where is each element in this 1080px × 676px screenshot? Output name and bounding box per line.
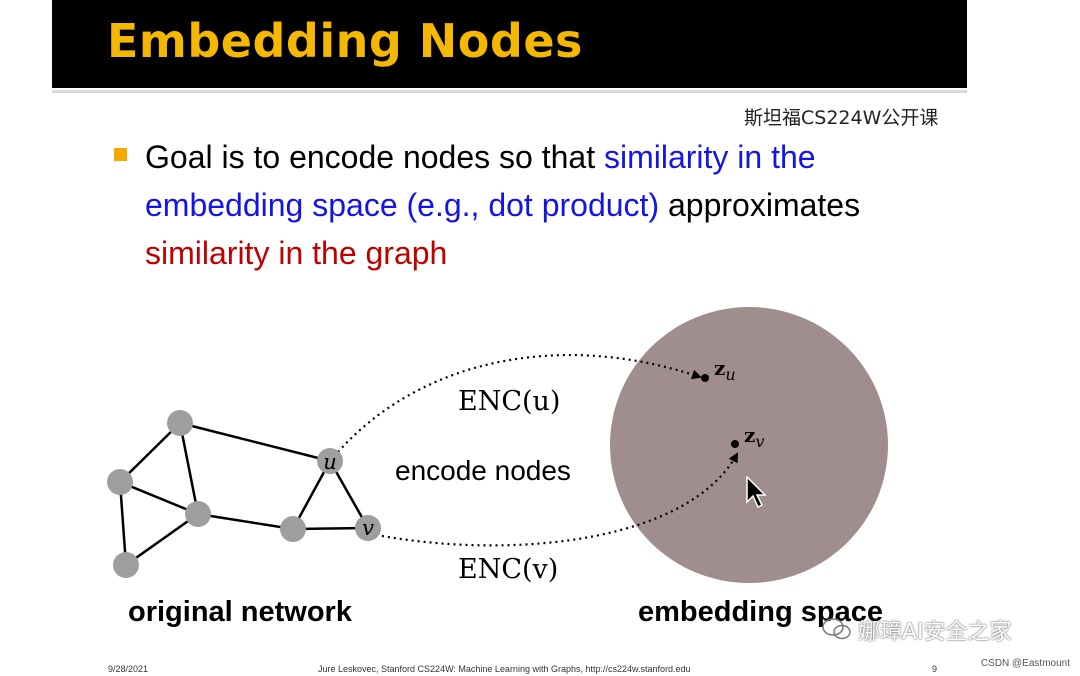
encode-nodes-label: encode nodes <box>395 455 571 486</box>
edge <box>179 421 331 463</box>
title-bar <box>52 0 967 88</box>
graph-nodes <box>107 410 381 578</box>
z-u-label: zu <box>714 356 736 384</box>
embedding-diagram: u v zu zv ENC(u) ENC(v) encode nodes ori… <box>107 307 888 628</box>
node-v-label: v <box>362 516 374 540</box>
wechat-icon <box>822 618 851 640</box>
title-divider <box>52 90 967 93</box>
mouse-cursor-icon <box>746 476 767 509</box>
graph-edges <box>118 421 370 567</box>
footer-credit: Jure Leskovec, Stanford CS224W: Machine … <box>318 664 691 674</box>
graph-node <box>167 410 193 436</box>
embedding-point-u <box>701 374 709 382</box>
graph-node <box>185 501 211 527</box>
goal-part3: approximates <box>659 187 861 223</box>
goal-red-phrase: similarity in the graph <box>145 235 448 271</box>
edge <box>119 480 199 516</box>
left-margin <box>0 0 52 676</box>
enc-v-label: ENC(v) <box>458 554 558 585</box>
enc-v-arrow <box>381 452 738 547</box>
graph-node <box>280 516 306 542</box>
goal-part1: Goal is to encode nodes so that <box>145 139 604 175</box>
course-watermark: 斯坦福CS224W公开课 <box>744 107 939 129</box>
edge <box>197 512 294 531</box>
graph-node-v <box>355 515 381 541</box>
original-network-caption: original network <box>128 596 353 628</box>
node-u-label: u <box>323 450 337 474</box>
z-v-label: zv <box>744 423 764 451</box>
footer-page-number: 9 <box>932 664 938 674</box>
enc-u-label: ENC(u) <box>458 386 560 417</box>
enc-u-arrow <box>337 354 702 453</box>
goal-blue-phrase: similarity in the embedding space (e.g.,… <box>145 139 816 223</box>
edge <box>118 481 128 566</box>
brand-watermark: 娜璋AI安全之家 <box>858 620 1012 645</box>
footer-date: 9/28/2021 <box>108 664 149 674</box>
embedding-space-circle <box>610 307 888 583</box>
graph-node-u <box>317 448 343 474</box>
edge <box>119 422 181 483</box>
csdn-watermark: CSDN @Eastmount <box>980 658 1070 669</box>
goal-text: Goal is to encode nodes so that similari… <box>145 133 905 277</box>
bullet-square-icon <box>114 148 127 161</box>
slide-title: Embedding Nodes <box>107 14 583 68</box>
graph-node <box>113 552 139 578</box>
embedding-point-v <box>731 440 739 448</box>
edge <box>125 512 199 567</box>
edge <box>178 422 200 515</box>
graph-node <box>107 469 133 495</box>
